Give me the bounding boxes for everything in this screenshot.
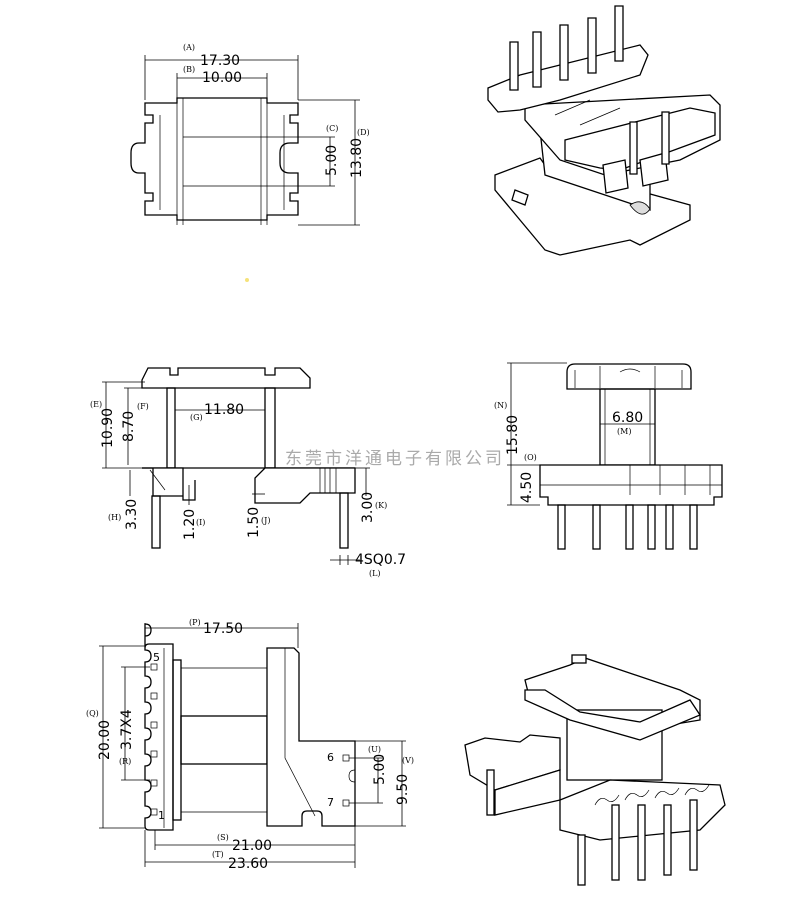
dim-q-value: 20.00 bbox=[97, 720, 113, 760]
dim-k-value: 3.00 bbox=[360, 492, 376, 523]
dim-d-value: 13.80 bbox=[349, 138, 365, 178]
isometric-view-bottom bbox=[464, 654, 726, 886]
dim-j-value: 1.50 bbox=[246, 507, 262, 538]
dim-l-label: (L) bbox=[369, 569, 381, 578]
stray-dot bbox=[245, 278, 249, 282]
dim-s-label: (S) bbox=[217, 833, 229, 842]
dim-f-label: (F) bbox=[137, 402, 149, 411]
dim-r-value: 3.7X4 bbox=[119, 709, 135, 750]
watermark-text: 东莞市洋通电子有限公司 bbox=[285, 449, 505, 469]
dim-d-label: (D) bbox=[357, 128, 370, 137]
dim-m-label: (M) bbox=[617, 427, 631, 436]
dim-m-value: 6.80 bbox=[612, 410, 643, 426]
dim-o-value: 4.50 bbox=[519, 472, 535, 503]
dim-c-value: 5.00 bbox=[324, 145, 340, 176]
pin-label-5: 5 bbox=[153, 651, 160, 664]
bottom-view: 5 1 6 7 (P) 17.50 (Q) 20.00 3.7X4 (R) (U… bbox=[86, 618, 414, 872]
pin-label-1: 1 bbox=[158, 809, 165, 822]
dim-b-value: 10.00 bbox=[202, 70, 242, 86]
dim-k-label: (K) bbox=[375, 501, 387, 510]
dim-a-label: (A) bbox=[183, 43, 195, 52]
dim-a-value: 17.30 bbox=[200, 53, 240, 69]
dim-e-label: (E) bbox=[90, 400, 102, 409]
dim-t-label: (T) bbox=[212, 850, 224, 859]
dim-s-value: 21.00 bbox=[232, 838, 272, 854]
dim-v-label: (V) bbox=[402, 756, 414, 765]
pin-label-6: 6 bbox=[327, 751, 334, 764]
dim-i-value: 1.20 bbox=[182, 509, 198, 540]
dim-r-label: (R) bbox=[119, 757, 131, 766]
top-view: (A) 17.30 (B) 10.00 (C) 5.00 (D) 13.80 bbox=[130, 43, 370, 226]
dim-t-value: 23.60 bbox=[228, 856, 268, 872]
dim-c-label: (C) bbox=[326, 124, 338, 133]
front-view: (N) 15.80 (O) 4.50 6.80 (M) bbox=[494, 362, 723, 550]
dim-p-value: 17.50 bbox=[203, 621, 243, 637]
dim-f-value: 8.70 bbox=[121, 411, 137, 442]
dim-q-label: (Q) bbox=[86, 709, 99, 718]
dim-h-value: 3.30 bbox=[124, 499, 140, 530]
dim-v-value: 9.50 bbox=[395, 774, 411, 805]
dim-g-value: 11.80 bbox=[204, 402, 244, 418]
dim-u-value: 5.00 bbox=[372, 754, 388, 785]
pin-label-7: 7 bbox=[327, 796, 334, 809]
dim-e-value: 10.90 bbox=[100, 408, 116, 448]
isometric-view-top bbox=[487, 5, 721, 256]
dim-g-label: (G) bbox=[190, 413, 203, 422]
dim-n-label: (N) bbox=[494, 401, 507, 410]
dim-h-label: (H) bbox=[108, 513, 121, 522]
dim-u-label: (U) bbox=[368, 745, 381, 754]
dim-o-label: (O) bbox=[524, 453, 537, 462]
side-view: (E) 10.90 (F) 8.70 (G) 11.80 (H) 3.30 1.… bbox=[90, 367, 406, 578]
dim-l-value: 4SQ0.7 bbox=[355, 552, 406, 568]
dim-b-label: (B) bbox=[183, 65, 195, 74]
dim-p-label: (P) bbox=[189, 618, 201, 627]
dim-j-label: (J) bbox=[261, 516, 270, 525]
dim-i-label: (I) bbox=[196, 518, 205, 527]
dim-n-value: 15.80 bbox=[505, 415, 521, 455]
